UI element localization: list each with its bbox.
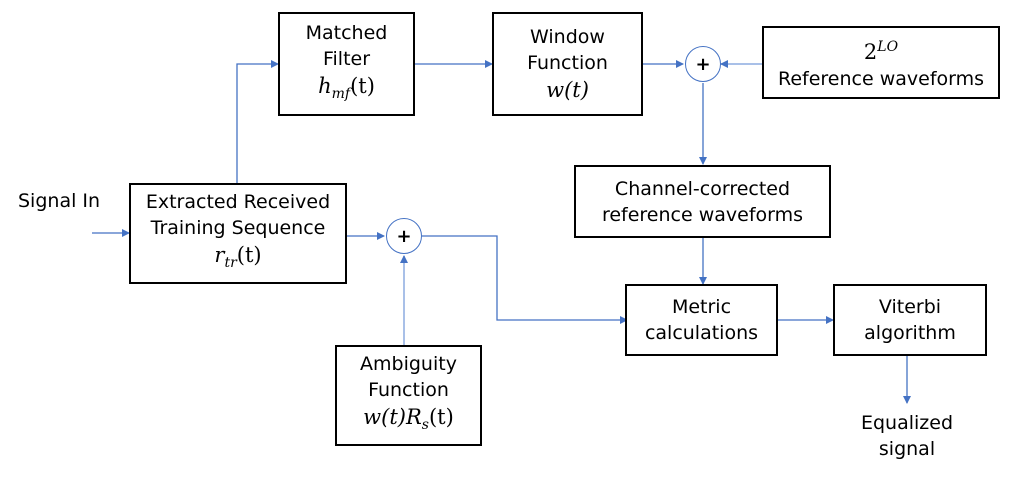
extracted-training-sequence-block: Extracted Received Training Sequence rtr… [129,183,347,284]
summing-junction-bottom: + [386,218,422,254]
block-text: Window [530,26,605,48]
block-text: calculations [644,322,759,344]
block-text: algorithm [864,322,956,344]
block-text: reference waveforms [601,203,804,226]
arrow-extracted-to-matched-filter [236,60,279,183]
block-text: Function [527,52,608,74]
block-formula: 2LO [863,39,899,64]
block-text: Function [368,379,449,402]
metric-calculations-block: Metric calculations [625,284,778,356]
channel-corrected-block: Channel-corrected reference waveforms [574,165,831,238]
ambiguity-function-block: Ambiguity Function w(t)Rs(t) [335,345,482,446]
signal-in-label: Signal In [18,190,101,212]
viterbi-algorithm-block: Viterbi algorithm [833,284,987,356]
matched-filter-block: Matched Filter hmf(t) [278,12,415,116]
block-text: Viterbi [878,296,942,318]
block-text: Matched [305,21,388,44]
summing-junction-top: + [685,46,721,82]
block-formula: hmf(t) [318,73,375,103]
block-formula: rtr(t) [214,243,262,272]
block-formula: w(t)Rs(t) [363,405,454,434]
block-text: Extracted Received [145,191,331,214]
block-text: Filter [322,47,371,70]
equalized-signal-label: Equalized signal [860,412,954,460]
block-text: Metric [671,296,732,318]
window-function-block: Window Function w(t) [492,12,643,116]
reference-waveforms-block: 2LO Reference waveforms [762,26,1000,99]
block-text: Reference waveforms [777,68,985,90]
block-text: Channel-corrected [614,177,791,200]
block-text: Ambiguity [360,353,457,376]
arrow-sum-to-metric [422,235,628,324]
block-text: Training Sequence [150,217,326,240]
block-formula: w(t) [546,78,589,102]
